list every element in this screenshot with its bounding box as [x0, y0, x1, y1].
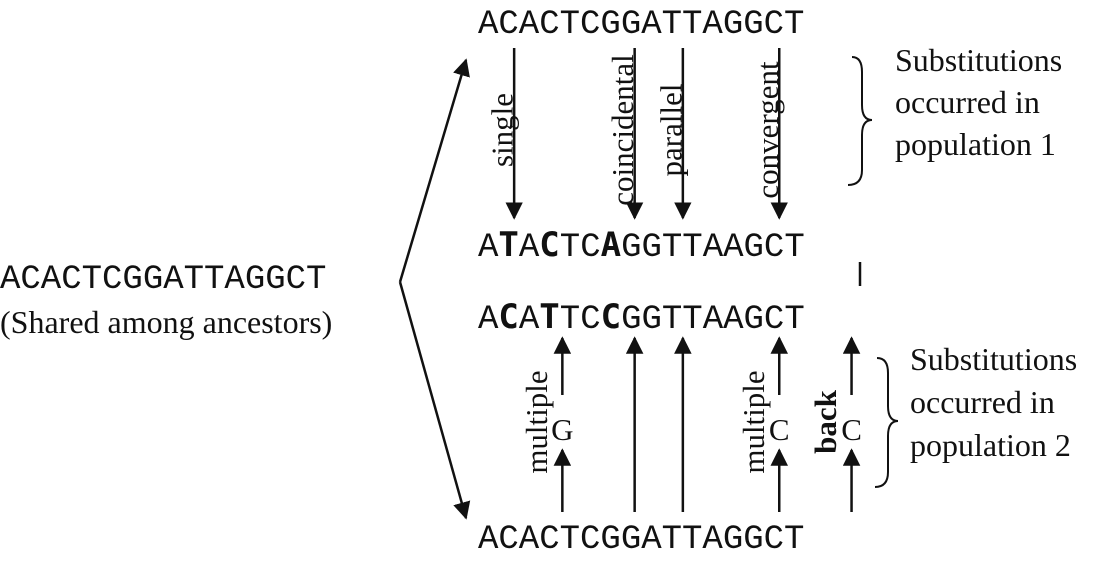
- population1-arrow-label: coincidental: [605, 54, 640, 206]
- population1-derived-base: G: [621, 229, 641, 267]
- population1-arrows: single coincidental parallel convergent: [485, 48, 788, 220]
- population1-derived-base: C: [764, 229, 784, 267]
- population2-ancestral-sequence: ACACTCGGATTAGGCT: [478, 521, 804, 559]
- population2-derived-base: A: [703, 301, 724, 339]
- population2-derived-base: T: [560, 301, 580, 339]
- ancestor-sequence: ACACTCGGATTAGGCT: [0, 261, 326, 299]
- population1-arrow-label: convergent: [750, 61, 785, 199]
- population1-brace: [847, 56, 873, 186]
- population2-derived-base: G: [744, 301, 764, 339]
- population2-derived-base: A: [478, 301, 499, 339]
- population2-intermediate-base: G: [551, 412, 573, 447]
- population1-derived-base: T: [662, 229, 682, 267]
- population2-derived-base: G: [641, 301, 661, 339]
- population2-derived-base: T: [539, 297, 559, 337]
- population1-derived-base: G: [744, 229, 764, 267]
- population2-arrow-label: multiple: [519, 370, 554, 473]
- population1-note-line2: occurred in: [895, 84, 1040, 120]
- population2-note-line2: occurred in: [910, 384, 1055, 420]
- population2-derived-base: G: [621, 301, 641, 339]
- population1-derived-base: G: [641, 229, 661, 267]
- population1-derived-base: A: [478, 229, 499, 267]
- population2-derived-base: C: [580, 301, 600, 339]
- population2-arrow-label: multiple: [736, 370, 771, 473]
- arrow-to-population1: [398, 58, 470, 283]
- population2-derived-base: A: [723, 301, 744, 339]
- population2-note-line1: Substitutions: [910, 341, 1077, 377]
- population1-derived-base: T: [784, 229, 804, 267]
- population1-arrow-label: parallel: [653, 84, 688, 177]
- ancestor-caption: (Shared among ancestors): [0, 304, 332, 340]
- population2-intermediate-base: C: [841, 412, 862, 447]
- population1-derived-base: T: [498, 225, 518, 265]
- population1-derived-base: C: [580, 229, 600, 267]
- population1-derived-base: T: [682, 229, 702, 267]
- population1-derived-base: A: [601, 225, 621, 265]
- population2-derived-base: C: [498, 297, 518, 337]
- population2-derived-base: T: [662, 301, 682, 339]
- population2-arrow-label: back: [808, 389, 843, 454]
- population1-arrow-label: single: [485, 93, 520, 167]
- population1-derived-base: T: [560, 229, 580, 267]
- population1-derived-base: C: [539, 225, 559, 265]
- arrow-to-population2: [398, 281, 471, 520]
- population2-derived-base: T: [784, 301, 804, 339]
- population2-derived-base: A: [519, 301, 540, 339]
- population2-derived-base: C: [764, 301, 784, 339]
- population1-derived-base: A: [703, 229, 724, 267]
- population2-derived-sequence: ACATTCCGGTTAAGCT: [478, 297, 805, 339]
- population2-derived-base: T: [682, 301, 702, 339]
- population2-derived-base: C: [601, 297, 621, 337]
- population1-derived-base: A: [723, 229, 744, 267]
- population2-intermediate-base: C: [769, 412, 790, 447]
- population1-ancestral-sequence: ACACTCGGATTAGGCT: [478, 6, 804, 44]
- population2-note-line3: population 2: [910, 427, 1071, 463]
- population2-brace: [874, 357, 899, 488]
- population1-note-line3: population 1: [895, 126, 1056, 162]
- population1-note-line1: Substitutions: [895, 42, 1062, 78]
- population1-derived-sequence: ATACTCAGGTTAAGCT: [478, 225, 805, 267]
- population1-derived-base: A: [519, 229, 540, 267]
